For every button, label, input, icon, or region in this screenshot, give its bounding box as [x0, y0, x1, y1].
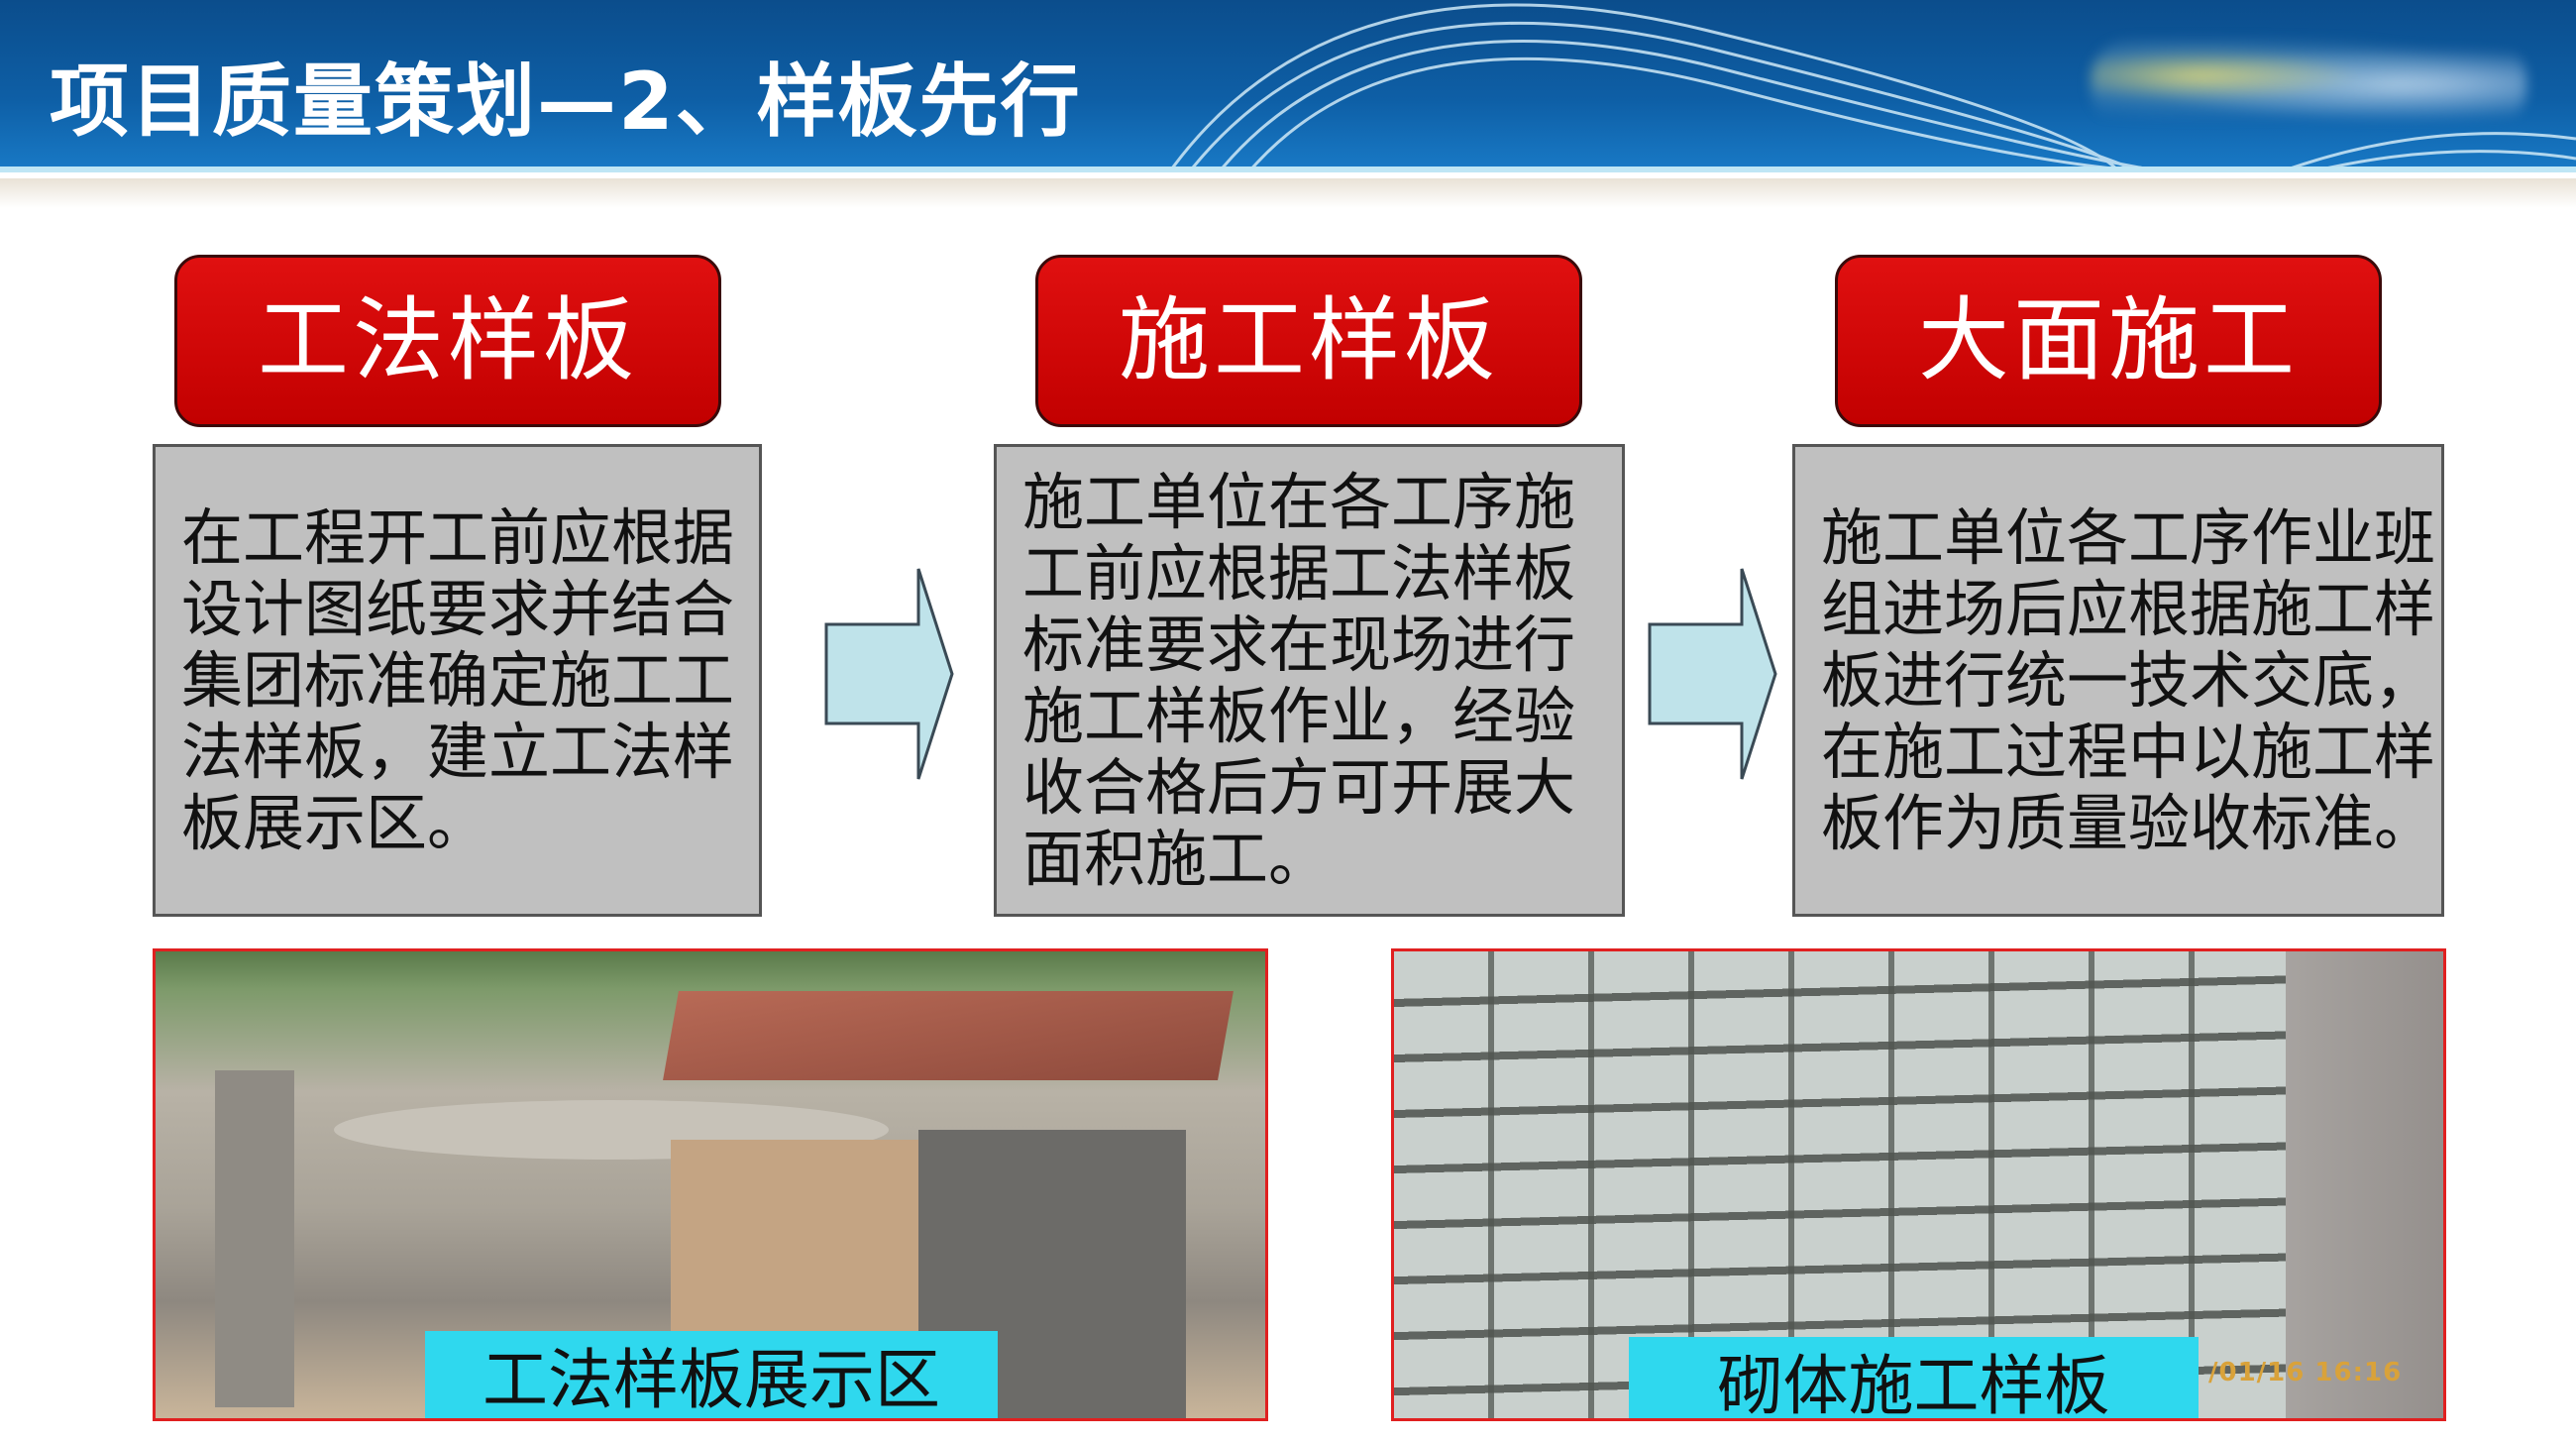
concrete-column [2286, 951, 2443, 1418]
step-description-full-construction: 施工单位各工序作业班 组进场后应根据施工样 板进行统一技术交底， 在施工过程中以… [1792, 444, 2444, 917]
text-line: 法样板，建立工法样 [181, 716, 735, 788]
text-line: 组进场后应根据施工样 [1821, 573, 2436, 645]
page-title: 项目质量策划—2、样板先行 [50, 55, 1082, 148]
text-line: 收合格后方可开展大 [1022, 751, 1576, 824]
text-line: 面积施工。 [1022, 823, 1331, 895]
text-line: 在施工过程中以施工样 [1821, 716, 2436, 788]
step-label-full-construction: 大面施工 [1835, 255, 2382, 427]
step-label-method-sample: 工法样板 [174, 255, 721, 427]
photo-timestamp: /01/16 16:16 [2208, 1358, 2403, 1387]
text-line: 施工样板作业，经验 [1022, 680, 1576, 752]
text-line: 工前应根据工法样板 [1022, 537, 1576, 610]
right-arrow-icon [1648, 568, 1777, 780]
pillar [215, 1070, 294, 1407]
text-line: 在工程开工前应根据 [181, 501, 735, 574]
right-arrow-icon [824, 568, 954, 780]
step-description-method-sample: 在工程开工前应根据 设计图纸要求并结合 集团标准确定施工工 法样板，建立工法样 … [153, 444, 762, 917]
header-banner: 项目质量策划—2、样板先行 [0, 0, 2576, 172]
text-line: 设计图纸要求并结合 [181, 573, 735, 645]
header-shadow [0, 178, 2576, 208]
roof-tiles [663, 991, 1234, 1080]
text-line: 板进行统一技术交底， [1821, 644, 2436, 717]
text-line: 集团标准确定施工工 [181, 644, 735, 717]
text-line: 标准要求在现场进行 [1022, 609, 1576, 681]
step-label-construction-sample: 施工样板 [1035, 255, 1582, 427]
masonry-sample-photo: /01/16 16:16 砌体施工样板 [1391, 948, 2446, 1421]
text-line: 板作为质量验收标准。 [1821, 787, 2436, 859]
photo-caption: 工法样板展示区 [425, 1331, 998, 1418]
text-line: 施工单位在各工序施 [1022, 466, 1576, 538]
method-sample-photo: 工法样板展示区 [153, 948, 1268, 1421]
company-logo [2091, 40, 2526, 129]
text-line: 板展示区。 [181, 787, 489, 859]
photo-caption: 砌体施工样板 [1629, 1337, 2199, 1418]
decorative-arcs [1171, 3, 2576, 166]
text-line: 施工单位各工序作业班 [1821, 501, 2436, 574]
step-description-construction-sample: 施工单位在各工序施 工前应根据工法样板 标准要求在现场进行 施工样板作业，经验 … [994, 444, 1625, 917]
